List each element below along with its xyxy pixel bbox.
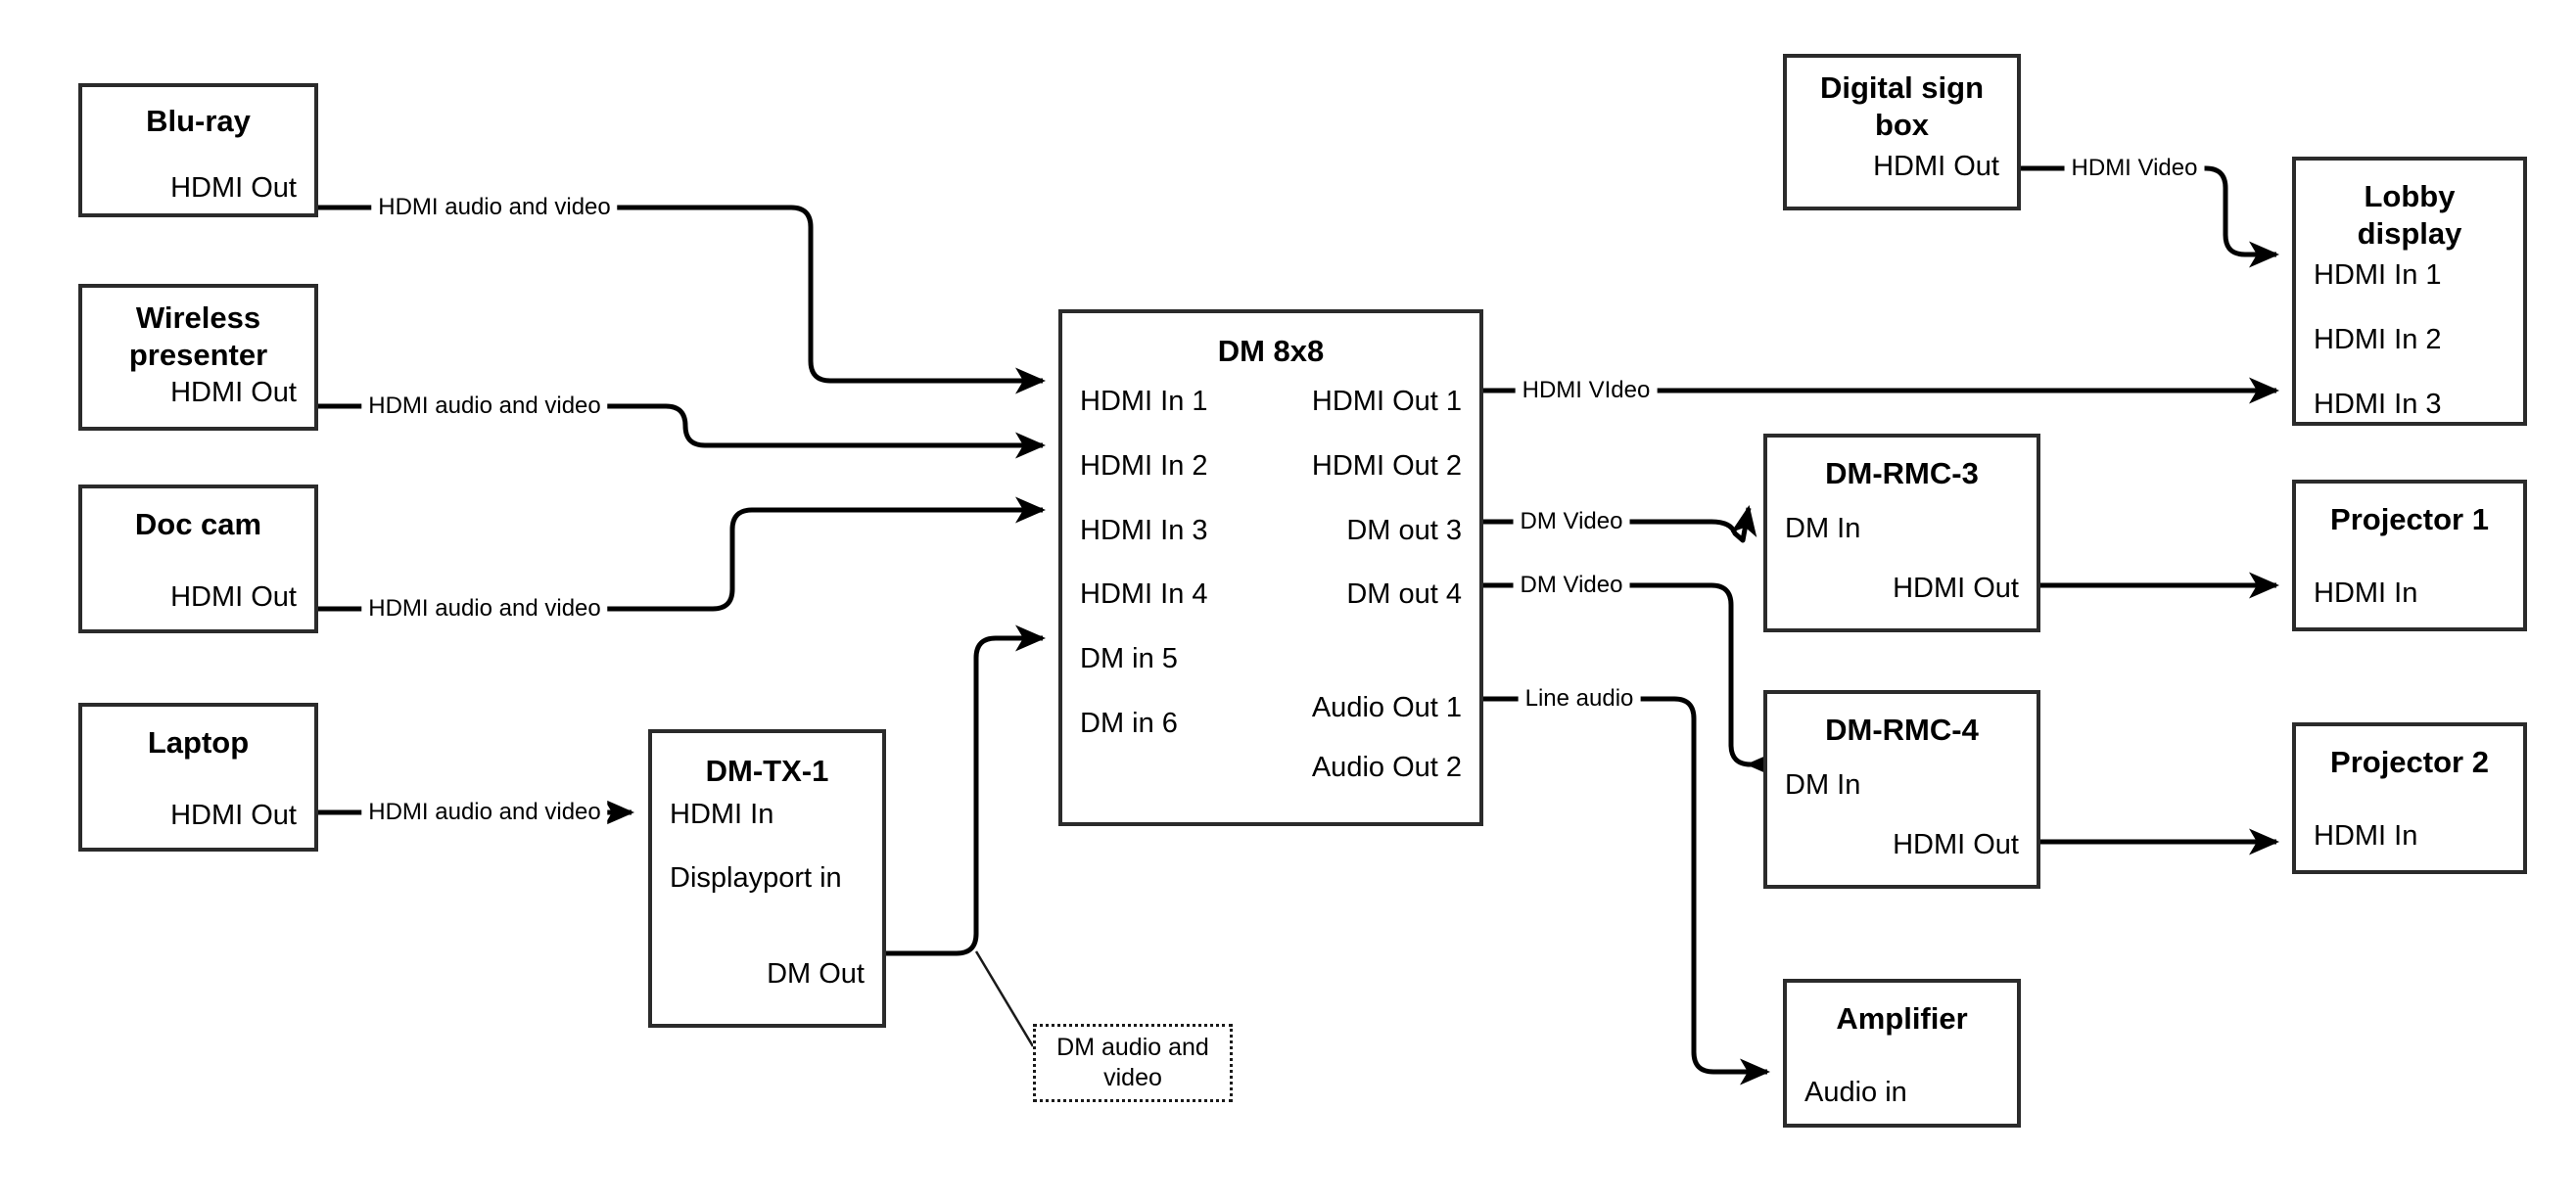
edge-doc-cam-to-dm-hdmi-in-3	[318, 496, 1047, 612]
callout-leader-line	[974, 950, 1035, 1047]
edge-label: HDMI audio and video	[361, 393, 608, 420]
node-title: DM-RMC-4	[1825, 713, 1979, 747]
port-label[interactable]: HDMI Out 1	[1311, 386, 1462, 417]
port-label[interactable]: DM out 4	[1346, 578, 1462, 610]
port-label[interactable]: HDMI In 3	[2314, 389, 2442, 420]
node-title: Projector 2	[2330, 745, 2489, 779]
edge-label: HDMI audio and video	[361, 595, 608, 623]
node-title: DM-RMC-3	[1825, 456, 1979, 490]
port-label[interactable]: HDMI Out	[1873, 151, 1999, 182]
port-label[interactable]: DM in 6	[1080, 708, 1178, 739]
node-dm-rmc-4[interactable]: DM-RMC-4 DM In HDMI Out	[1763, 690, 2040, 889]
node-title: DM 8x8	[1217, 334, 1325, 368]
port-label[interactable]: Audio in	[1804, 1077, 1907, 1108]
port-label[interactable]: HDMI Out	[170, 172, 297, 204]
node-title: Amplifier	[1836, 1001, 1968, 1036]
port-label[interactable]: Audio Out 2	[1311, 752, 1462, 783]
edge-dm-out-3-to-dm-rmc-3	[1483, 505, 1757, 543]
node-projector-1[interactable]: Projector 1 HDMI In	[2292, 480, 2527, 631]
port-label[interactable]: HDMI In	[2314, 577, 2418, 609]
node-title: Lobby display	[2357, 179, 2462, 251]
port-label[interactable]: HDMI Out	[1893, 829, 2019, 860]
edge-dm-out-4-to-dm-rmc-4	[1483, 582, 1776, 778]
edge-label: DM Video	[1513, 508, 1630, 535]
port-label[interactable]: HDMI In 2	[2314, 324, 2442, 355]
edge-label: HDMI audio and video	[361, 799, 608, 826]
port-label[interactable]: HDMI In 2	[1080, 450, 1208, 482]
edge-bluray-to-dm-hdmi-in-1	[318, 205, 1047, 394]
node-title: Projector 1	[2330, 502, 2489, 536]
edge-wireless-presenter-to-dm-hdmi-in-2	[318, 403, 1047, 459]
port-label[interactable]: HDMI Out	[170, 581, 297, 613]
port-label[interactable]: DM out 3	[1346, 515, 1462, 546]
node-title: Laptop	[147, 725, 250, 760]
port-label[interactable]: DM In	[1785, 513, 1861, 544]
edge-label: HDMI audio and video	[371, 194, 618, 221]
port-label[interactable]: HDMI In 1	[1080, 386, 1208, 417]
node-title: Digital sign box	[1819, 70, 1985, 142]
port-label[interactable]: DM in 5	[1080, 643, 1178, 674]
port-label[interactable]: HDMI Out 2	[1311, 450, 1462, 482]
port-label[interactable]: DM In	[1785, 769, 1861, 801]
edge-dm-tx-1-dm-out-to-dm-in-5	[886, 624, 1047, 956]
port-label[interactable]: DM Out	[767, 958, 865, 990]
port-label[interactable]: HDMI In	[2314, 820, 2418, 852]
port-label[interactable]: HDMI Out	[170, 800, 297, 831]
node-title: Doc cam	[134, 507, 262, 541]
edge-label: DM Video	[1513, 572, 1630, 599]
port-label[interactable]: HDMI In 1	[2314, 259, 2442, 291]
edge-label: HDMI Video	[2064, 155, 2205, 182]
port-label[interactable]: Displayport in	[670, 862, 842, 894]
port-label[interactable]: HDMI Out	[170, 377, 297, 408]
node-title: Wireless presenter	[128, 300, 268, 372]
port-label[interactable]: HDMI In 3	[1080, 515, 1208, 546]
edge-digital-sign-box-to-lobby-hdmi-in-1	[2021, 165, 2280, 268]
node-projector-2[interactable]: Projector 2 HDMI In	[2292, 722, 2527, 874]
node-dm-rmc-3[interactable]: DM-RMC-3 DM In HDMI Out	[1763, 434, 2040, 632]
edge-label: Line audio	[1518, 685, 1641, 713]
port-label[interactable]: HDMI Out	[1893, 573, 2019, 604]
port-label[interactable]: HDMI In 4	[1080, 578, 1208, 610]
node-title: DM-TX-1	[705, 754, 829, 788]
edge-label: HDMI VIdeo	[1515, 377, 1658, 404]
edge-audio-out-1-to-amplifier	[1483, 696, 1771, 1086]
port-label[interactable]: HDMI In	[670, 799, 774, 830]
node-title: Blu-ray	[146, 104, 251, 138]
port-label[interactable]: Audio Out 1	[1311, 692, 1462, 723]
dm-audio-and-video-callout: DM audio and video	[1033, 1024, 1233, 1102]
